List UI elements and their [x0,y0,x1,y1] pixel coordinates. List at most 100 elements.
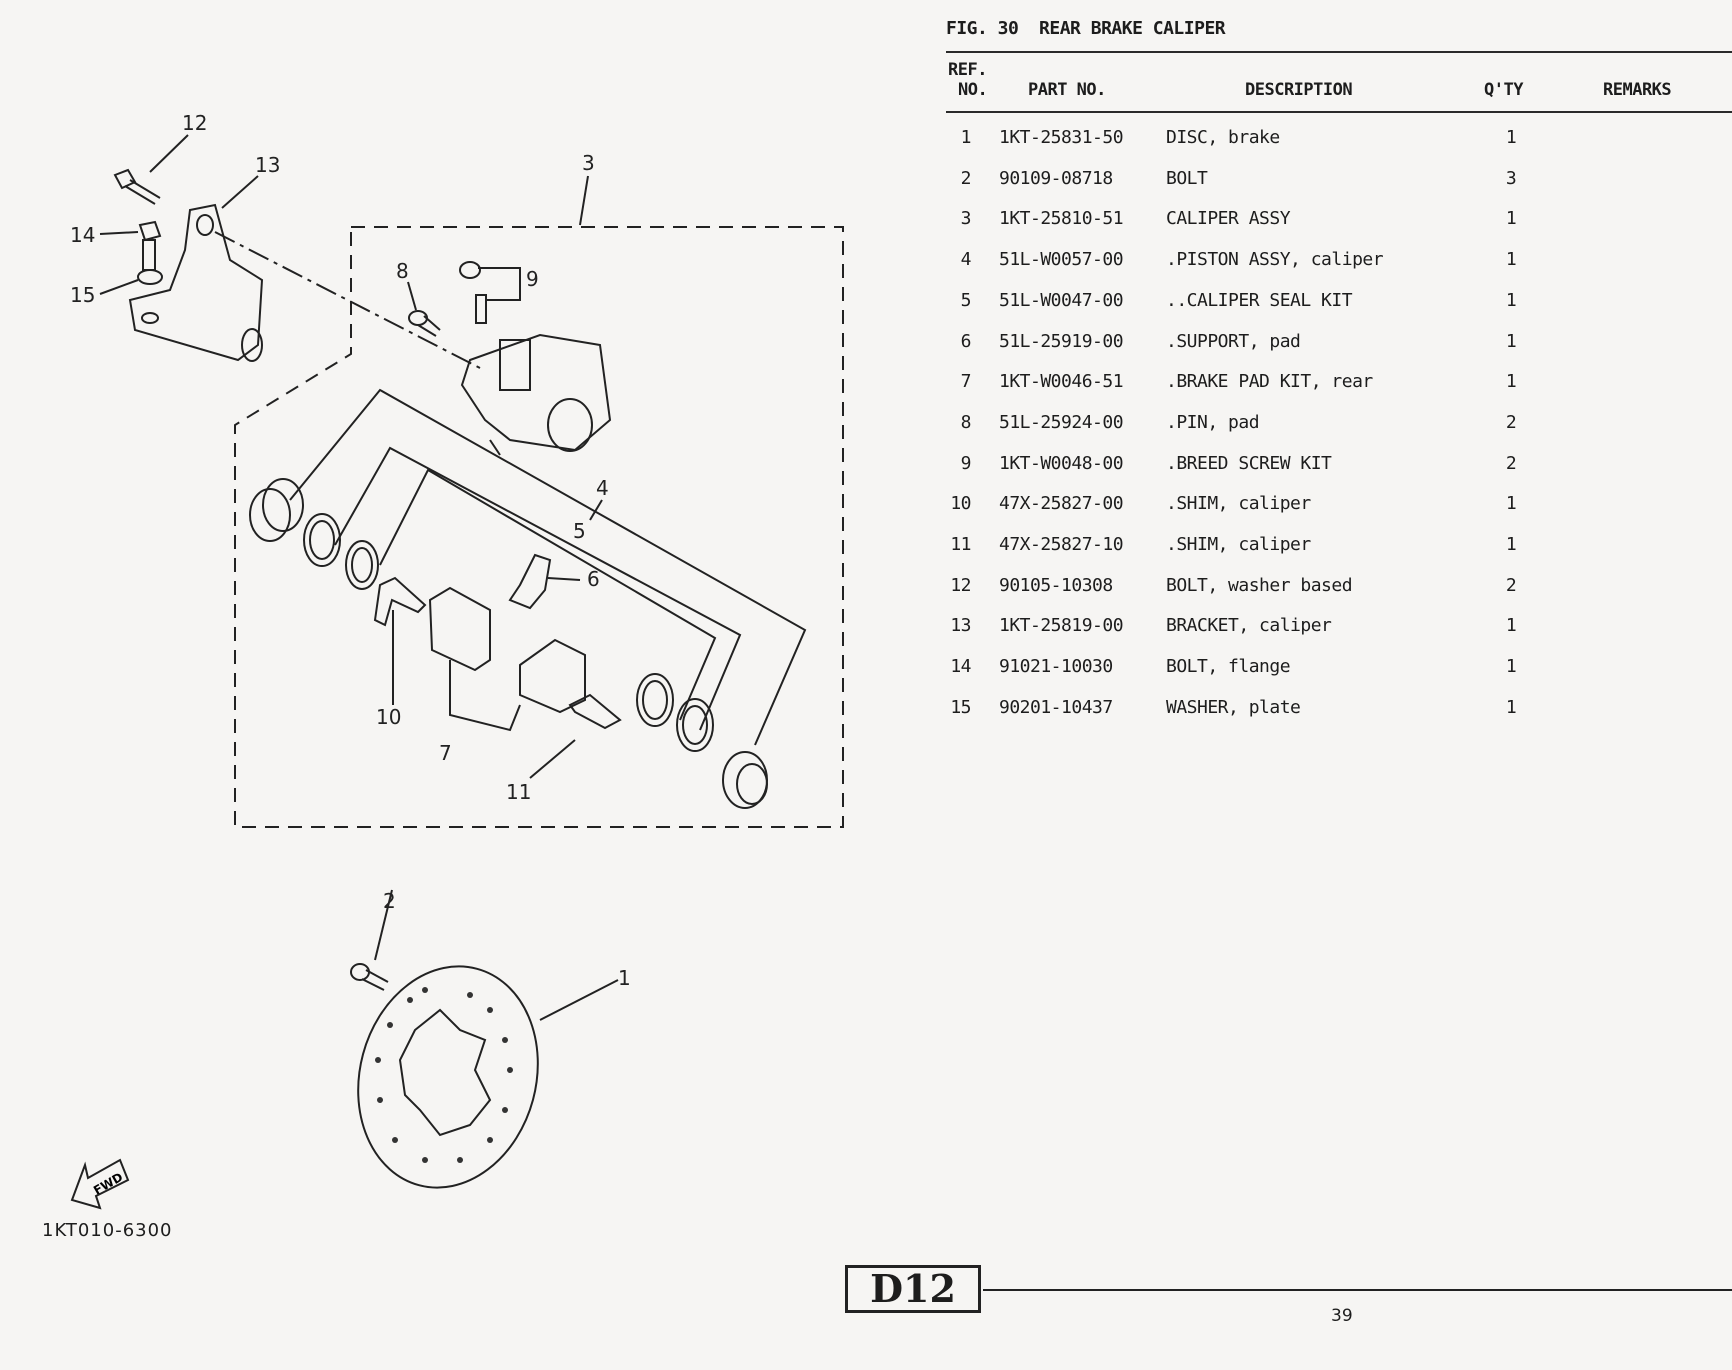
part-no: 90201-10437 [999,696,1113,718]
callout-1: 1 [618,966,631,990]
description: CALIPER ASSY [1166,208,1291,230]
caliper-assy-boundary [234,226,844,828]
part-no: 47X-25827-00 [999,493,1124,515]
piston-4 [249,488,291,542]
brake-pad-7b [519,638,586,714]
part-no: 51L-W0057-00 [999,249,1124,271]
callout-8: 8 [396,259,409,283]
exploded-parts-diagram: 12 13 3 14 15 8 9 4 5 6 10 7 11 2 1 FWD [70,111,844,1210]
header-part-no: PART NO. [1028,80,1106,100]
quantity: 1 [1505,656,1517,678]
footer-rule [983,1289,1732,1291]
header-qty: Q'TY [1484,80,1523,100]
quantity: 3 [1505,167,1517,189]
quantity: 1 [1505,696,1517,718]
description: WASHER, plate [1166,696,1301,718]
quantity: 1 [1505,208,1517,230]
callout-12: 12 [182,111,207,135]
description: .PISTON ASSY, caliper [1166,249,1384,271]
ref-no: 3 [960,208,972,230]
brake-disc-1 [357,965,539,1189]
header-description: DESCRIPTION [1245,80,1353,100]
part-no: 47X-25827-10 [999,534,1124,555]
section-label: D12 [845,1265,981,1313]
description: .BREED SCREW KIT [1166,452,1332,474]
part-no: 51L-25919-00 [999,330,1124,352]
figure-name: REAR BRAKE CALIPER [1039,18,1226,39]
description: .PIN, pad [1166,411,1260,433]
ref-no: 6 [960,330,972,352]
callout-2: 2 [383,889,396,913]
page-number: 39 [1331,1306,1353,1326]
quantity: 1 [1505,371,1517,393]
quantity: 1 [1505,330,1517,352]
part-no: 1KT-W0046-51 [999,371,1124,393]
quantity: 1 [1505,493,1517,515]
brake-pad-7a [428,586,491,672]
part-no: 51L-25924-00 [999,411,1124,433]
ref-no: 12 [950,574,971,596]
bolt-2 [350,963,389,991]
figure-number: FIG. 30 [946,18,1019,39]
shim-10 [373,576,427,627]
callout-13: 13 [255,153,280,177]
header-ref-no: NO. [958,80,988,100]
seal-5 [303,513,341,567]
description: DISC, brake [1166,127,1280,148]
header-ref: REF. [948,60,987,80]
part-no: 1KT-25810-51 [999,208,1124,230]
description: BOLT [1166,167,1208,189]
ref-no: 10 [950,493,971,515]
washer-15 [137,269,163,285]
header-remarks: REMARKS [1603,80,1672,100]
description: ..CALIPER SEAL KIT [1166,289,1353,311]
callout-4: 4 [596,476,609,500]
callout-15: 15 [70,283,95,307]
ref-no: 7 [960,371,972,393]
drawing-code: 1KT010-6300 [42,1220,173,1241]
callout-14: 14 [70,223,95,247]
shim-11 [568,693,622,730]
callout-7: 7 [439,741,452,765]
description: BOLT, washer based [1166,574,1353,596]
description: BOLT, flange [1166,656,1291,678]
bracket-13 [128,203,264,362]
bleed-screw-9 [459,261,521,324]
quantity: 1 [1505,249,1517,271]
bolt-12 [113,168,161,205]
quantity: 1 [1505,289,1517,311]
part-no: 90105-10308 [999,574,1113,596]
ref-no: 5 [960,289,972,311]
figure-title: FIG. 30 REAR BRAKE CALIPER [946,18,1226,39]
bolt-14 [138,220,162,271]
ref-no: 9 [960,452,972,474]
ref-no: 2 [960,167,972,189]
callout-10: 10 [376,705,401,729]
part-no: 91021-10030 [999,656,1113,678]
part-no: 1KT-25831-50 [999,127,1124,148]
header-rule-bottom [946,111,1732,113]
callout-6: 6 [587,567,600,591]
callout-3: 3 [582,151,595,175]
ref-no: 11 [950,534,971,555]
ref-no: 8 [960,411,972,433]
quantity: 1 [1505,615,1517,637]
description: .SHIM, caliper [1166,493,1311,515]
header-rule-top [946,51,1732,53]
quantity: 1 [1505,534,1517,555]
quantity: 2 [1505,411,1517,433]
ref-no: 14 [950,656,971,678]
ref-no: 13 [950,615,971,637]
part-no: 51L-W0047-00 [999,289,1124,311]
description: .SHIM, caliper [1166,534,1311,555]
description: .SUPPORT, pad [1166,330,1301,352]
ref-no: 15 [950,696,971,718]
callout-11: 11 [506,780,531,804]
description: BRACKET, caliper [1166,615,1332,637]
callout-5: 5 [573,519,586,543]
ref-no: 4 [960,249,972,271]
part-no: 90109-08718 [999,167,1113,189]
ref-no: 1 [960,127,972,148]
quantity: 2 [1505,452,1517,474]
pad-support-6 [508,553,552,610]
